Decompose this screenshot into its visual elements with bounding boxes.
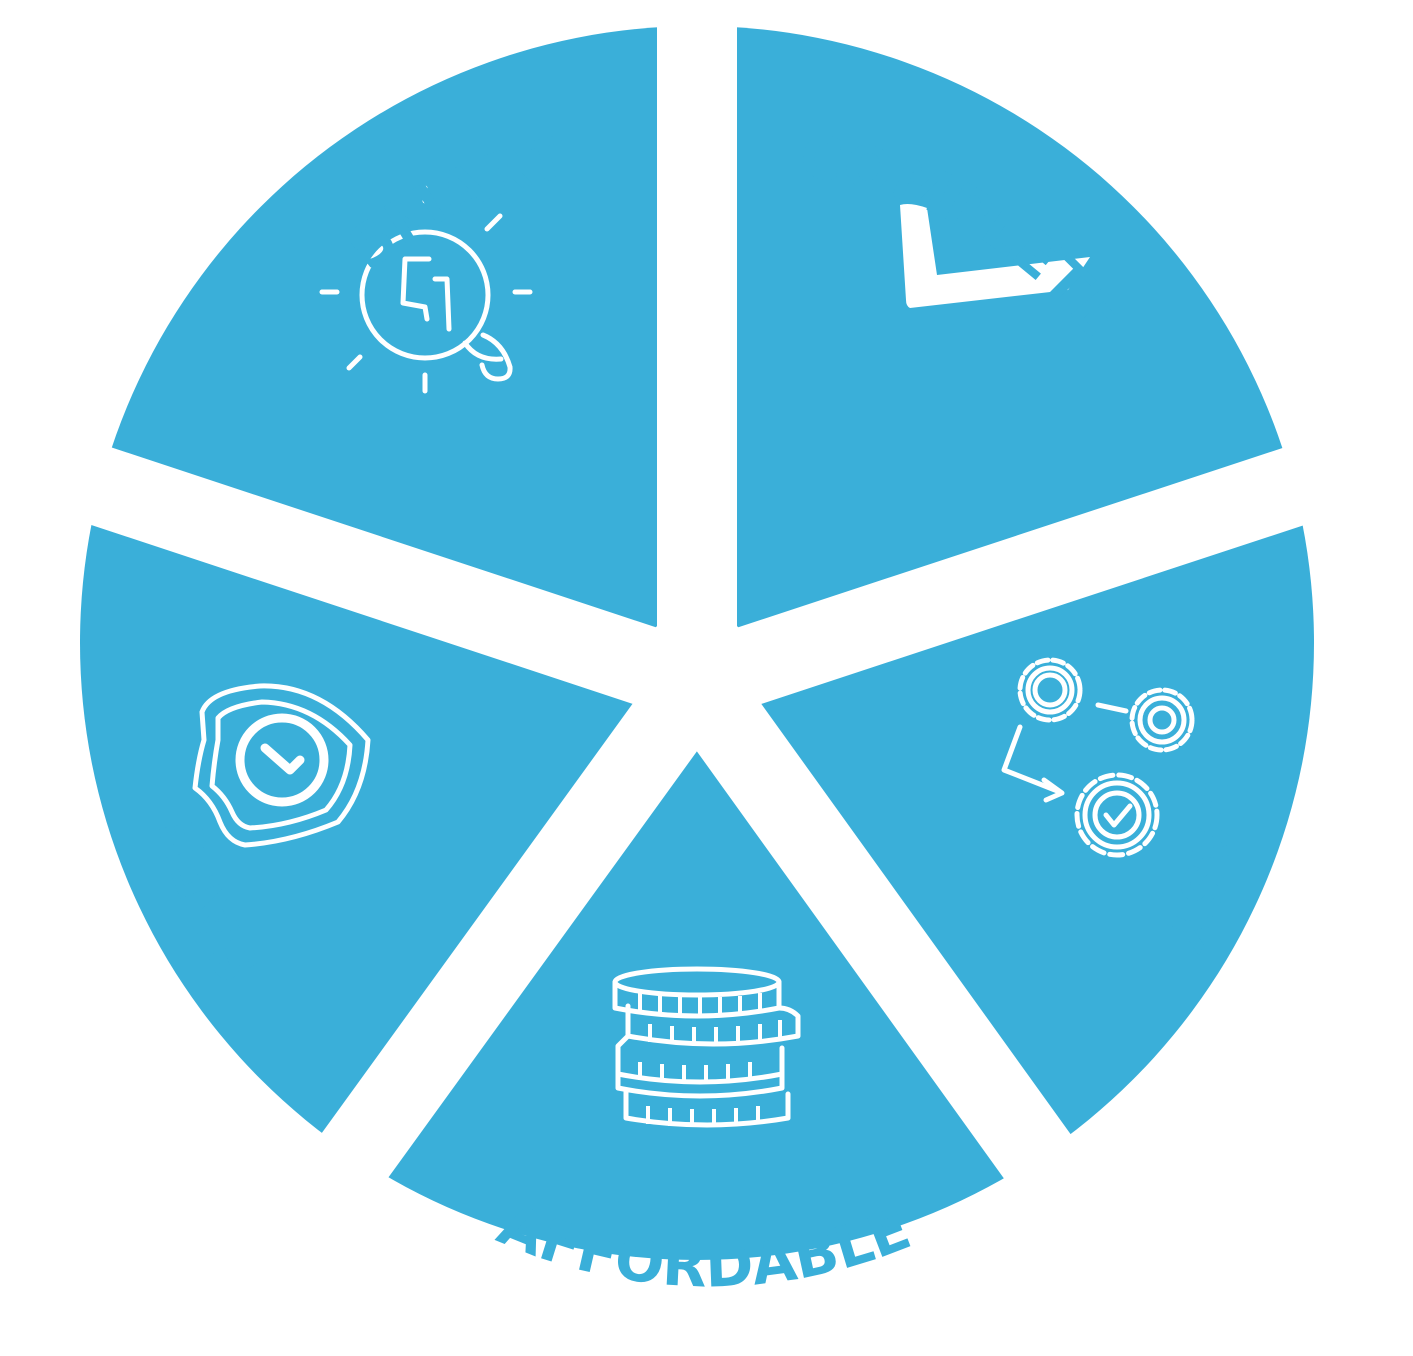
segment-separators xyxy=(0,0,1399,1294)
lightbulb-icon xyxy=(319,185,533,394)
shield-check-icon xyxy=(192,683,371,848)
coin-stack-icon xyxy=(612,966,801,1128)
gears-process-icon xyxy=(1001,657,1195,858)
checkmark-icon xyxy=(900,204,1090,308)
